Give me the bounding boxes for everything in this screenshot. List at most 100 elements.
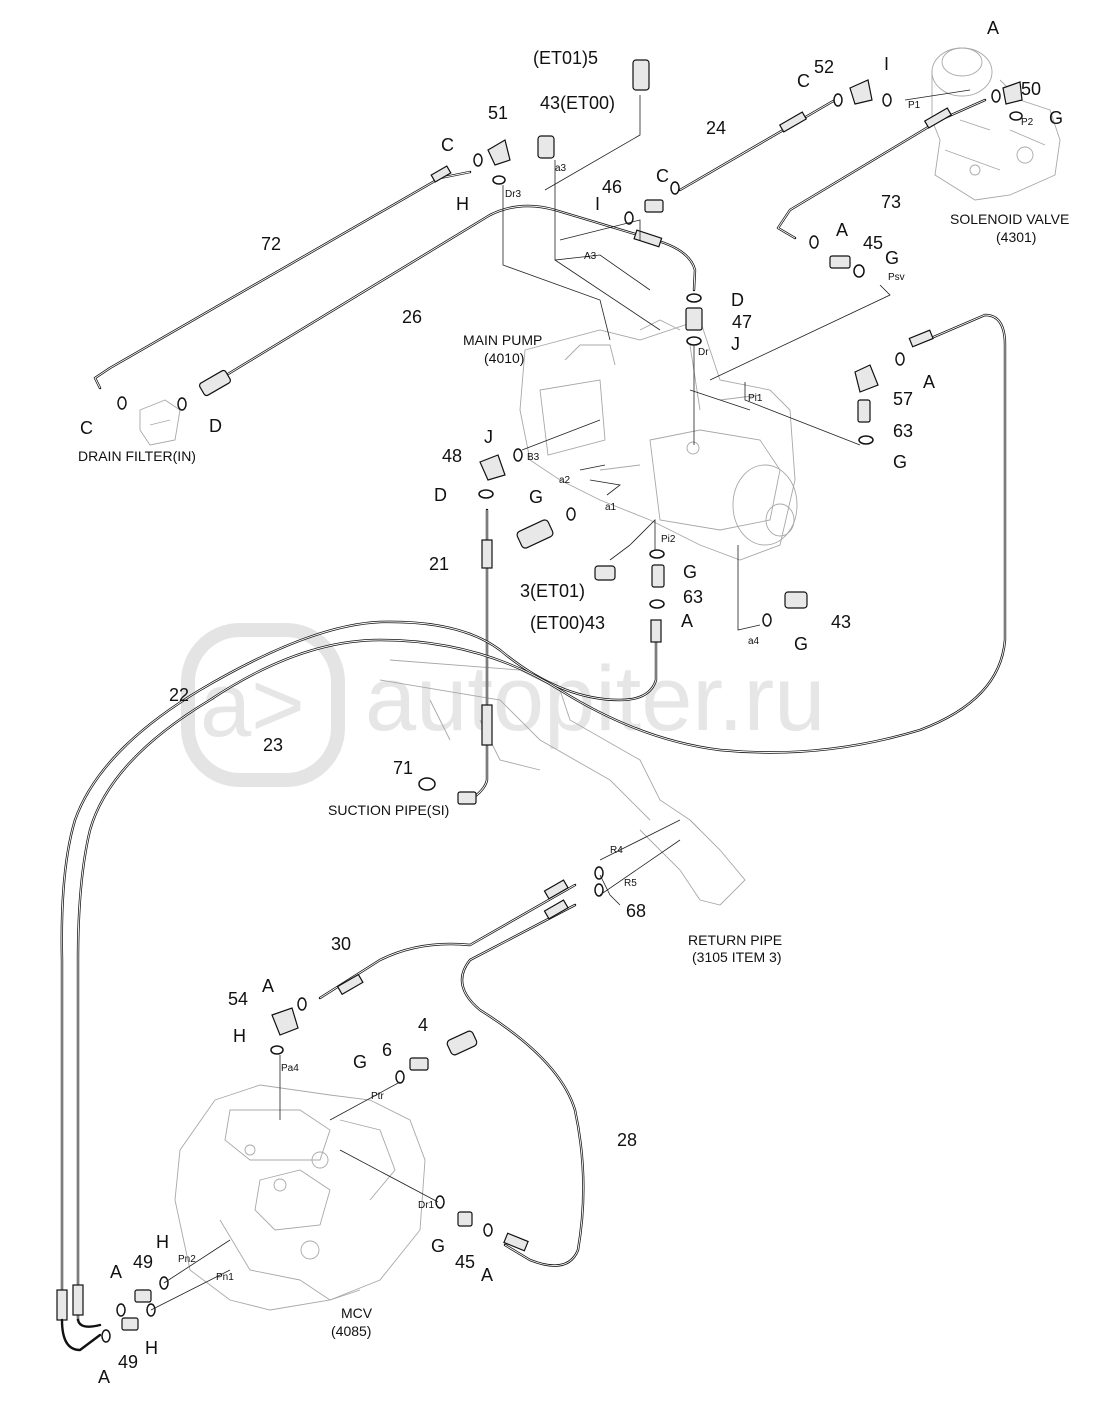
callout-3-et01: 3(ET01): [520, 581, 585, 601]
callout-49-top: 49: [133, 1252, 153, 1272]
port-a2: a2: [559, 475, 571, 486]
letter-D-df: D: [209, 416, 222, 436]
adapter-49-top: [134, 1289, 152, 1303]
callout-72: 72: [261, 234, 281, 254]
mcv-code: (4085): [331, 1323, 371, 1339]
letter-H-dr3: H: [456, 194, 469, 214]
callout-63-mid: 63: [683, 587, 703, 607]
callout-48: 48: [442, 446, 462, 466]
sensor-3: [516, 519, 554, 549]
port-a4: a4: [748, 636, 760, 647]
callout-26: 26: [402, 307, 422, 327]
port-Dr3: Dr3: [505, 189, 522, 200]
callout-50: 50: [1021, 79, 1041, 99]
callout-49-bottom: 49: [118, 1352, 138, 1372]
sensor-43-mid: [594, 565, 616, 581]
elbow-48: [479, 454, 506, 481]
adapter-46: [644, 199, 664, 213]
callout-et01-5: (ET01)5: [533, 48, 598, 68]
letter-A-73: A: [836, 220, 848, 240]
adapter-47: [685, 307, 703, 331]
letter-J-47: J: [731, 334, 740, 354]
port-Psv: Psv: [888, 272, 905, 283]
suction-pipe-sketch: [379, 659, 746, 906]
pipe-30: [318, 879, 577, 1000]
solenoid-valve-code: (4301): [996, 229, 1036, 245]
port-P2: P2: [1021, 117, 1034, 128]
callout-et00-43: (ET00)43: [530, 613, 605, 633]
solenoid-valve-sketch: [931, 47, 1061, 201]
elbow-54: [271, 1007, 299, 1036]
letter-A-top: A: [987, 18, 999, 38]
letter-I-top: I: [884, 54, 889, 74]
callout-46: 46: [602, 177, 622, 197]
part-callouts: (ET01)5 43(ET00) 51 52 50 24 73 46 72 26…: [118, 48, 1041, 1372]
pipe-24: [678, 98, 837, 192]
callout-45-top: 45: [863, 233, 883, 253]
letter-A-63: A: [681, 611, 693, 631]
drain-filter-sketch: [139, 399, 181, 446]
letter-A-57: A: [923, 372, 935, 392]
adapter-49-bottom: [121, 1317, 139, 1331]
return-pipe-code: (3105 ITEM 3): [692, 949, 781, 965]
letter-A-49: A: [110, 1262, 122, 1282]
callout-24: 24: [706, 118, 726, 138]
callout-30: 30: [331, 934, 351, 954]
watermark: a> autopiter.ru: [181, 623, 825, 787]
callout-68: 68: [626, 901, 646, 921]
port-Pa4: Pa4: [281, 1063, 299, 1074]
component-sketches: [139, 47, 1061, 1311]
letter-I-46: I: [595, 194, 600, 214]
component-captions: MAIN PUMP (4010) SOLENOID VALVE (4301) D…: [78, 211, 1069, 1339]
port-A3: A3: [584, 251, 597, 262]
pipe-72: [93, 165, 472, 390]
letter-G-6: G: [353, 1052, 367, 1072]
solenoid-valve-caption: SOLENOID VALVE: [950, 211, 1069, 227]
letter-G-45b: G: [431, 1236, 445, 1256]
suction-pipe-caption: SUCTION PIPE(SI): [328, 802, 449, 818]
letter-G-pi2: G: [683, 562, 697, 582]
watermark-logo-frame: [181, 623, 345, 787]
callout-51: 51: [488, 103, 508, 123]
watermark-logo-glyph: a>: [200, 654, 305, 756]
port-Pi2: Pi2: [661, 534, 676, 545]
port-a1: a1: [605, 502, 617, 513]
adapter-45-top: [829, 255, 851, 269]
letter-H-49: H: [156, 1232, 169, 1252]
port-labels: P1 P2 Psv Dr3 a3 A3 Dr Pi1 B3 a2 a1 Pi2 …: [178, 100, 1034, 1283]
mcv-hose-ends: [60, 1318, 102, 1352]
port-P1: P1: [908, 100, 921, 111]
drain-filter-caption: DRAIN FILTER(IN): [78, 448, 196, 464]
port-Pn1: Pn1: [216, 1272, 234, 1283]
callout-63-right: 63: [893, 421, 913, 441]
pipes: [56, 98, 1007, 1352]
port-Pi1: Pi1: [748, 393, 763, 404]
letter-D-48: D: [434, 485, 447, 505]
letter-C-51: C: [441, 135, 454, 155]
letter-G-45: G: [885, 248, 899, 268]
port-R5: R5: [624, 878, 637, 889]
adapter-63-mid: [651, 564, 665, 588]
port-R4: R4: [610, 845, 623, 856]
mcv-sketch: [174, 1084, 426, 1311]
sensor-43-right: [784, 591, 808, 609]
elbow-57: [854, 364, 879, 393]
letter-J-48: J: [484, 427, 493, 447]
callout-45-bottom: 45: [455, 1252, 475, 1272]
port-Dr: Dr: [698, 347, 709, 358]
elbow-52: [849, 79, 873, 105]
pipe-22: [60, 619, 662, 1297]
letter-C-52: C: [797, 71, 810, 91]
letter-H-49b: H: [145, 1338, 158, 1358]
callout-4: 4: [418, 1015, 428, 1035]
main-pump-caption: MAIN PUMP: [463, 332, 542, 348]
letter-D-47: D: [731, 290, 744, 310]
callout-71: 71: [393, 758, 413, 778]
callout-6: 6: [382, 1040, 392, 1060]
pipe-73: [776, 98, 987, 240]
letter-A-54: A: [262, 976, 274, 996]
sensor-43-top: [537, 135, 555, 159]
adapter-6: [409, 1057, 429, 1071]
callout-54: 54: [228, 989, 248, 1009]
callout-57: 57: [893, 389, 913, 409]
